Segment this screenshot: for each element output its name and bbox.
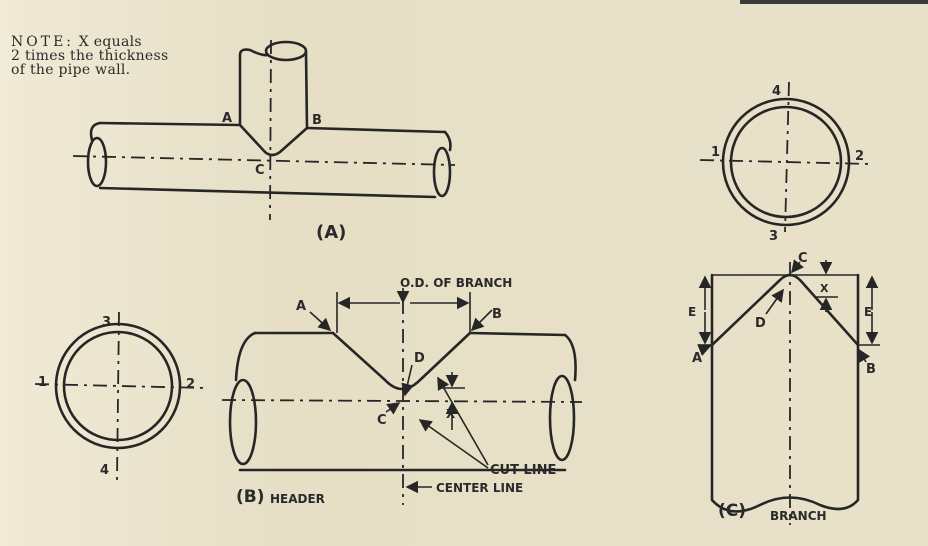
fig-c-x-label: X	[820, 282, 829, 295]
fig-c-e-left: E	[688, 305, 696, 319]
circle-right-4: 4	[772, 84, 781, 99]
pipe-end-circle-left: 3 1 2 4	[34, 311, 206, 481]
fig-b-point-a: A	[296, 299, 306, 314]
fig-b-point-b: B	[492, 307, 502, 322]
circle-right-2: 2	[855, 149, 864, 164]
fig-c-point-b: B	[866, 362, 876, 377]
circle-right-3: 3	[769, 229, 778, 244]
figure-b-header: O.D. OF BRANCH X A B D C CUT LINE CENTER…	[221, 276, 583, 507]
cut-line-label: CUT LINE	[490, 463, 556, 478]
circle-left-2: 2	[186, 377, 195, 392]
fig-b-caption: HEADER	[270, 492, 325, 506]
note-line3: of the pipe wall.	[11, 62, 131, 78]
center-line-label: CENTER LINE	[436, 481, 523, 495]
fig-c-point-c: C	[798, 251, 808, 266]
fig-a-point-b: B	[312, 113, 322, 128]
pipe-end-circle-right: 4 1 2 3	[699, 81, 871, 244]
circle-left-4: 4	[100, 463, 109, 478]
note-line2: 2 times the thickness	[11, 48, 169, 64]
page-edge-shadow	[740, 0, 928, 4]
note-title: NOTE:	[11, 34, 75, 50]
fig-c-point-d: D	[755, 316, 766, 331]
fig-b-label: (B)	[236, 487, 265, 507]
circle-left-3: 3	[102, 315, 111, 330]
fig-c-label: (C)	[718, 501, 746, 521]
fig-a-label: (A)	[316, 222, 346, 243]
circle-right-1: 1	[711, 145, 720, 160]
figure-c-branch: E E X C D A B (C) BRANCH	[688, 251, 880, 525]
fig-b-x-label: X	[446, 407, 456, 421]
fig-b-point-c: C	[377, 413, 387, 428]
fig-a-point-c: C	[255, 163, 265, 178]
note-text: NOTE: X equals 2 times the thickness of …	[11, 35, 168, 77]
fig-c-caption: BRANCH	[770, 509, 827, 523]
figure-a-tee: A B C (A)	[72, 39, 456, 243]
fig-a-point-a: A	[222, 111, 232, 126]
fig-c-point-a: A	[692, 351, 702, 366]
fig-c-e-right: E	[864, 305, 872, 319]
circle-left-1: 1	[38, 375, 47, 390]
fig-b-point-d: D	[414, 351, 425, 366]
note-line1: X equals	[78, 34, 142, 50]
od-of-branch-label: O.D. OF BRANCH	[400, 276, 512, 290]
